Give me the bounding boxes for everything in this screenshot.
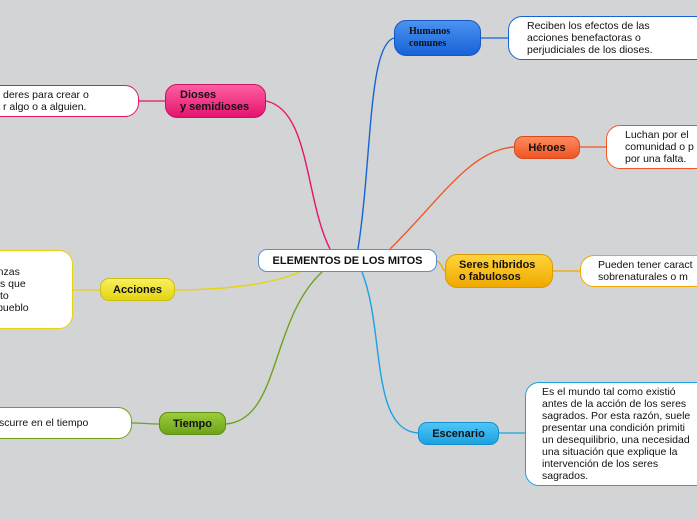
topic-seres[interactable]: Seres híbridos o fabulosos bbox=[445, 254, 553, 288]
note-escenario[interactable]: Es el mundo tal como existió antes de la… bbox=[525, 382, 697, 486]
note-humanos[interactable]: Reciben los efectos de las acciones bene… bbox=[508, 16, 697, 60]
connector-heroes bbox=[389, 146, 515, 250]
connector-dioses bbox=[265, 100, 331, 250]
connector-humanos bbox=[357, 37, 395, 250]
topic-dioses[interactable]: Dioses y semidioses bbox=[165, 84, 266, 118]
topic-heroes[interactable]: Héroes bbox=[514, 136, 580, 159]
note-heroes[interactable]: Luchan por el comunidad o p por una falt… bbox=[606, 125, 697, 169]
topic-acciones[interactable]: Acciones bbox=[100, 278, 175, 301]
connector-escenario bbox=[361, 271, 419, 434]
note-seres[interactable]: Pueden tener caract sobrenaturales o m bbox=[580, 255, 697, 287]
note-acciones[interactable]: nanzas ales que iento el pueblo bbox=[0, 250, 73, 329]
connector-seres bbox=[436, 260, 446, 272]
note-dioses[interactable]: deres para crear o r algo o a alguien. bbox=[0, 85, 139, 117]
topic-humanos[interactable]: Humanos comunes bbox=[394, 20, 481, 56]
central-topic[interactable]: ELEMENTOS DE LOS MITOS bbox=[258, 249, 437, 272]
topic-tiempo[interactable]: Tiempo bbox=[159, 412, 226, 435]
topic-escenario[interactable]: Escenario bbox=[418, 422, 499, 445]
connector-acciones bbox=[174, 271, 301, 291]
connector-tiempo-note bbox=[131, 422, 160, 425]
note-tiempo[interactable]: scurre en el tiempo bbox=[0, 407, 132, 439]
connector-tiempo bbox=[225, 271, 323, 425]
